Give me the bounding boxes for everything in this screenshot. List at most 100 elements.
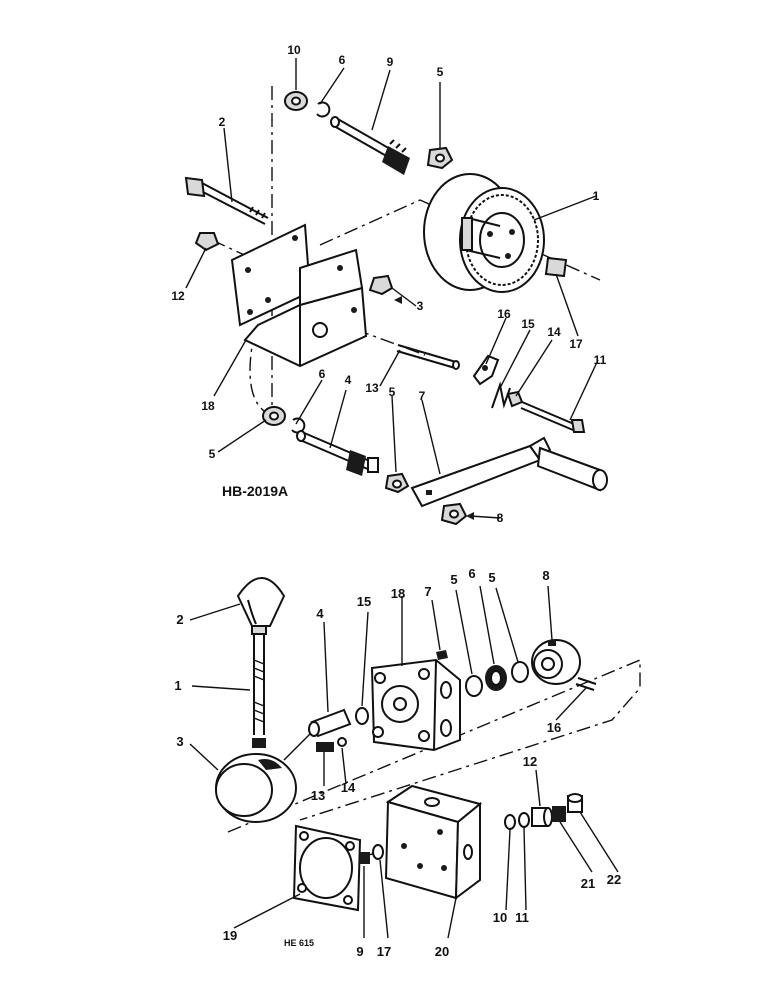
washer-top — [284, 91, 308, 111]
washer-lower — [262, 406, 286, 426]
bolt-11 — [520, 401, 586, 433]
top-part-callout: 6 — [339, 53, 346, 67]
bottom-part-callout: 13 — [311, 788, 325, 803]
set-screw-16 — [575, 677, 597, 691]
leader-lines-top — [185, 58, 599, 520]
top-part-callout: 2 — [219, 115, 226, 129]
gasket-19 — [292, 824, 362, 912]
top-part-callout: 16 — [497, 307, 511, 321]
top-part-callout: 12 — [171, 289, 185, 303]
bottom-part-callout: 1 — [174, 678, 181, 693]
bottom-part-callout: 18 — [391, 586, 405, 601]
bottom-part-callout: 21 — [581, 876, 595, 891]
washer-5a — [465, 675, 483, 697]
spring-13 — [316, 742, 334, 752]
alignment-line — [319, 199, 601, 281]
bottom-part-callout: 8 — [542, 568, 549, 583]
leader-lines-bottom — [189, 585, 619, 939]
bottom-part-callout: 15 — [357, 594, 371, 609]
spring-9 — [360, 852, 370, 864]
figure-code-top: HB-2019A — [222, 483, 288, 499]
top-assembly — [184, 58, 608, 526]
nut-lower — [384, 472, 410, 494]
clip-17 — [544, 256, 568, 278]
bottom-part-callout: 19 — [223, 928, 237, 943]
top-part-callout: 13 — [365, 381, 379, 395]
pin-4 — [308, 708, 352, 738]
top-part-callout: 18 — [201, 399, 215, 413]
latch-16 — [472, 354, 500, 386]
ball-socket — [215, 753, 297, 823]
bottom-part-callout: 11 — [515, 910, 529, 925]
valve-block — [384, 784, 483, 901]
control-knob — [236, 577, 286, 635]
gear-wheel — [423, 173, 545, 293]
bottom-part-callout: 17 — [377, 944, 391, 959]
top-part-callout: 3 — [417, 299, 424, 313]
washer-10 — [504, 814, 516, 830]
bottom-part-callout: 6 — [468, 566, 475, 581]
bottom-part-callout: 4 — [316, 606, 324, 621]
o-ring-15 — [355, 707, 369, 725]
alignment-line — [227, 658, 641, 833]
top-part-callout: 15 — [521, 317, 535, 331]
bottom-part-callout: 12 — [523, 754, 537, 769]
snap-ring-top — [316, 101, 331, 118]
washer-5b — [511, 661, 529, 683]
top-part-callout: 1 — [593, 189, 600, 203]
threaded-rod — [252, 634, 266, 748]
nut-8 — [440, 502, 468, 526]
bottom-part-callout: 16 — [547, 720, 561, 735]
top-part-callout: 8 — [497, 511, 504, 525]
figure-code-bottom: HE 615 — [284, 938, 314, 948]
bottom-part-callout: 22 — [607, 872, 621, 887]
nut-top — [426, 146, 454, 170]
top-part-callout: 11 — [594, 353, 607, 367]
top-part-callout: 10 — [287, 43, 301, 57]
bearing-6 — [485, 665, 507, 691]
top-part-callout: 6 — [319, 367, 326, 381]
bottom-part-callout: 7 — [424, 584, 431, 599]
top-part-callout: 9 — [387, 55, 394, 69]
pin-13 — [396, 344, 460, 370]
nut-3 — [368, 274, 394, 296]
top-part-callout: 5 — [209, 447, 216, 461]
bottom-part-callout: 5 — [450, 572, 457, 587]
top-part-callout: 17 — [569, 337, 583, 351]
nut-14 — [506, 390, 524, 408]
bottom-part-callout: 2 — [176, 612, 183, 627]
collar-8 — [531, 639, 581, 685]
spring-21 — [552, 806, 566, 822]
connector-line — [283, 731, 313, 761]
bottom-part-callout: 9 — [356, 944, 363, 959]
screw-7 — [436, 650, 448, 660]
bottom-assembly — [189, 577, 641, 939]
bottom-part-callout: 20 — [435, 944, 449, 959]
top-part-callout: 4 — [345, 373, 352, 387]
top-part-callout: 14 — [547, 325, 561, 339]
long-bolt — [184, 176, 269, 225]
bottom-part-callout: 14 — [341, 780, 356, 795]
bottom-part-callout: 3 — [176, 734, 183, 749]
lever-arm — [410, 436, 608, 508]
top-part-callout: 7 — [419, 389, 426, 403]
valve-housing — [370, 658, 461, 752]
gear-shaft-lower — [296, 430, 379, 476]
gear-shaft-upper — [330, 116, 410, 175]
plug-22 — [567, 793, 583, 813]
bottom-part-callout: 10 — [493, 910, 507, 925]
snap-ring-lower — [291, 417, 306, 434]
spring-15 — [491, 381, 511, 409]
ball-14 — [337, 737, 347, 747]
bracket — [230, 223, 368, 368]
bottom-part-callout: 5 — [488, 570, 495, 585]
top-part-callout: 5 — [389, 385, 396, 399]
top-part-callout: 5 — [437, 65, 444, 79]
o-ring-11 — [518, 812, 530, 828]
nut-12 — [194, 232, 220, 252]
sleeve-12 — [531, 807, 553, 827]
o-ring-17 — [372, 844, 384, 860]
